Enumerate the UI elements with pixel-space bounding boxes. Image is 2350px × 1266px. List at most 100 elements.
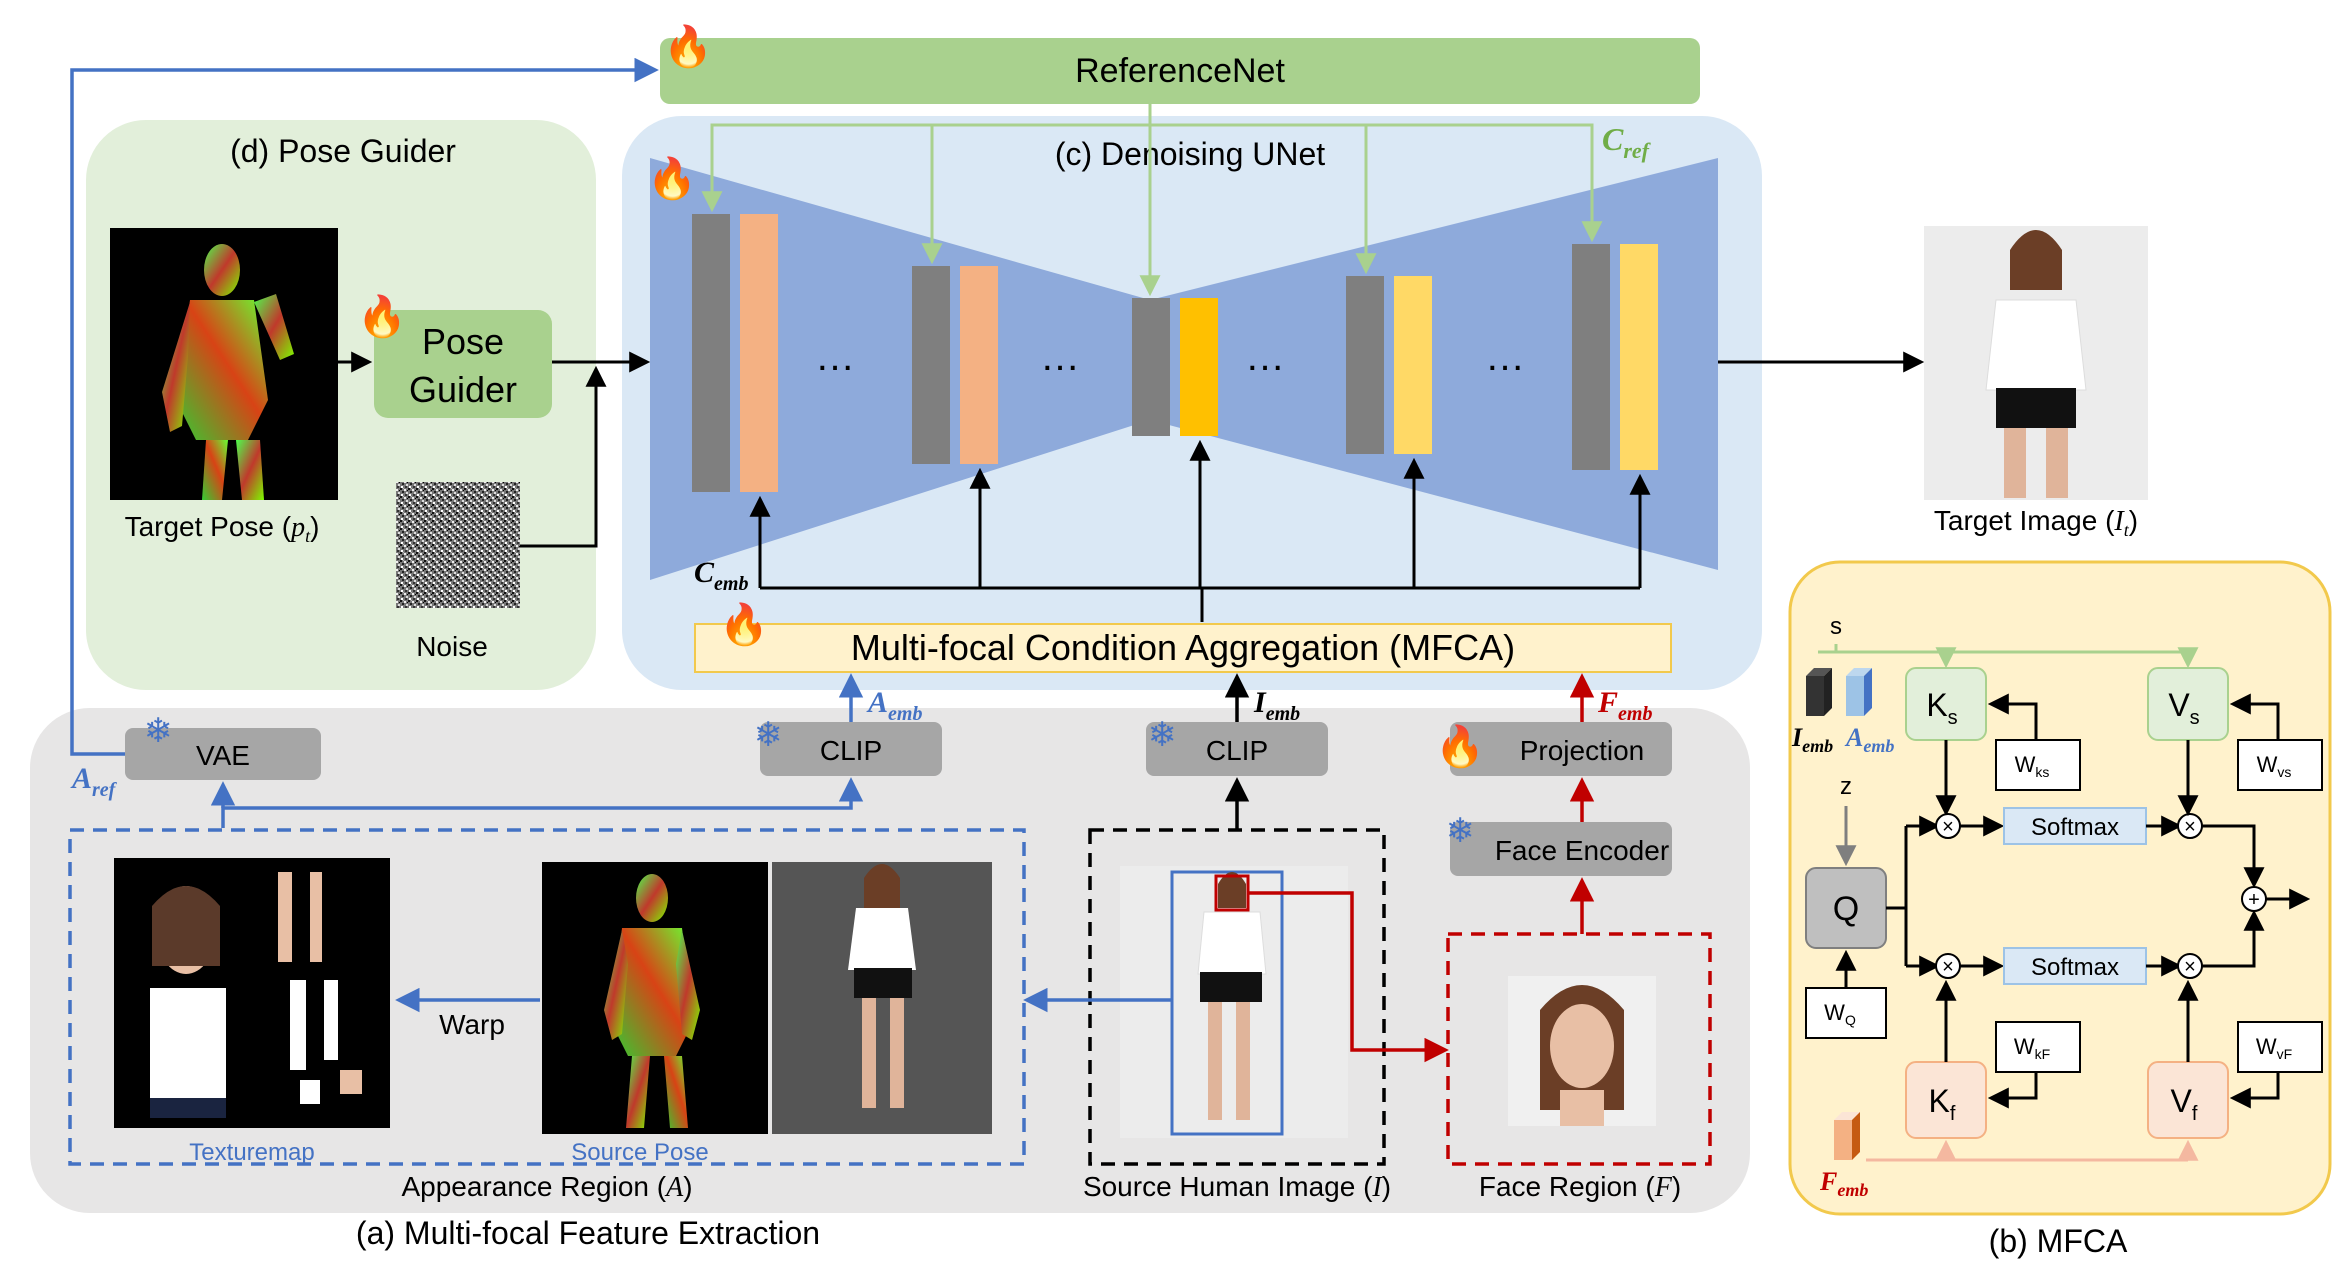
a-ref-label: Aref bbox=[70, 762, 118, 801]
unet-bar-yellow bbox=[1394, 276, 1432, 454]
a-emb-detail-label: Aemb bbox=[1844, 723, 1894, 756]
i-emb-label: Iemb bbox=[1253, 686, 1300, 725]
snowflake-icon: ❄ bbox=[1446, 812, 1475, 850]
fire-icon: 🔥 bbox=[663, 23, 713, 69]
clip-appearance-block bbox=[760, 722, 942, 776]
z-label: z bbox=[1840, 773, 1852, 800]
times-symbol: × bbox=[1942, 956, 1954, 978]
i-emb-cube-icon bbox=[1806, 668, 1832, 716]
source-human-label: Source Human Image (I) bbox=[1083, 1171, 1391, 1203]
plus-symbol: + bbox=[2248, 889, 2260, 911]
unet-bar-gray bbox=[1132, 298, 1170, 436]
f-emb-detail-label: Femb bbox=[1819, 1167, 1868, 1200]
face-region-label: Face Region (F) bbox=[1479, 1171, 1681, 1203]
mfca-block bbox=[694, 623, 1672, 673]
target-image bbox=[1924, 226, 2148, 500]
snowflake-icon: ❄ bbox=[144, 712, 173, 750]
projection-label: Projection bbox=[1520, 735, 1645, 766]
ellipsis: … bbox=[1040, 335, 1080, 379]
ellipsis: … bbox=[1245, 335, 1285, 379]
reference-net-connections bbox=[701, 104, 1603, 297]
a-ref-arrow bbox=[70, 57, 659, 756]
unet-bar-gold bbox=[1180, 298, 1218, 436]
softmax-bottom-block bbox=[2003, 947, 2147, 985]
panel-a-title: (a) Multi-focal Feature Extraction bbox=[356, 1215, 820, 1251]
face-region-image bbox=[1508, 976, 1656, 1126]
wq-label: WQ bbox=[1824, 1000, 1856, 1028]
face-encoder-label: Face Encoder bbox=[1495, 835, 1669, 866]
source-human-image bbox=[1120, 866, 1348, 1138]
wkf-label: WkF bbox=[2014, 1034, 2050, 1062]
warp-label: Warp bbox=[439, 1009, 505, 1040]
mfca-detail-title: (b) MFCA bbox=[1989, 1223, 2128, 1259]
target-pose-label: Target Pose (pt) bbox=[125, 511, 320, 546]
target-image-label: Target Image (It) bbox=[1934, 505, 2138, 540]
clip-source-label: CLIP bbox=[1206, 735, 1268, 766]
clip-appearance-label: CLIP bbox=[820, 735, 882, 766]
unet-bar-gray bbox=[692, 214, 730, 492]
vs-label: Vs bbox=[2168, 687, 2199, 729]
unet-bar-yellow bbox=[1620, 244, 1658, 470]
vae-label: VAE bbox=[196, 740, 250, 771]
reference-net-label: ReferenceNet bbox=[1075, 52, 1285, 90]
wvs-arrow bbox=[2229, 693, 2280, 740]
q-label: Q bbox=[1833, 890, 1859, 928]
appearance-to-vae-clip bbox=[221, 777, 864, 828]
unet-bar-gray bbox=[1572, 244, 1610, 470]
ellipsis: … bbox=[815, 335, 855, 379]
bottom-to-sum bbox=[2202, 909, 2265, 968]
pose-guider-block-line2: Guider bbox=[409, 369, 517, 410]
vf-label: Vf bbox=[2171, 1083, 2198, 1125]
face-region-box bbox=[1446, 932, 1712, 1166]
wvs-label: Wvs bbox=[2257, 752, 2292, 780]
s-bus bbox=[1818, 644, 2188, 654]
unet-bar-salmon bbox=[740, 214, 778, 492]
wvs-block bbox=[2237, 739, 2323, 791]
unet-bar-salmon bbox=[960, 266, 998, 464]
noise-label: Noise bbox=[416, 631, 488, 662]
reference-net-block bbox=[660, 38, 1700, 104]
c-emb-label: Cemb bbox=[694, 556, 748, 595]
unet-bar-gray bbox=[912, 266, 950, 464]
snowflake-icon: ❄ bbox=[1148, 716, 1177, 754]
pose-guider-block bbox=[374, 310, 552, 418]
times-symbol: × bbox=[1942, 816, 1954, 838]
face-encoder-block bbox=[1450, 822, 1672, 876]
q-branches bbox=[1886, 826, 1908, 966]
texturemap-label: Texturemap bbox=[189, 1139, 314, 1166]
a-emb-cube-icon bbox=[1846, 668, 1872, 716]
mfca-bus bbox=[749, 439, 1651, 622]
wkf-arrow bbox=[1987, 1072, 2038, 1109]
snowflake-icon: ❄ bbox=[754, 716, 783, 754]
target-pose-image bbox=[110, 228, 338, 500]
i-emb-detail-label: Iemb bbox=[1791, 723, 1833, 756]
wks-block bbox=[1995, 739, 2081, 791]
ellipsis: … bbox=[1485, 335, 1525, 379]
s-label: s bbox=[1830, 613, 1842, 640]
times-symbol: × bbox=[2184, 956, 2196, 978]
kf-label: Kf bbox=[1929, 1083, 1956, 1125]
fire-icon: 🔥 bbox=[719, 601, 769, 647]
texturemap-image bbox=[114, 858, 390, 1128]
wvf-label: WvF bbox=[2256, 1034, 2292, 1062]
softmax-bottom-label: Softmax bbox=[2031, 954, 2119, 981]
softmax-top-label: Softmax bbox=[2031, 814, 2119, 841]
fire-icon: 🔥 bbox=[1435, 723, 1485, 769]
vae-block bbox=[125, 728, 321, 780]
a-emb-label: Aemb bbox=[866, 686, 922, 725]
source-human-box bbox=[1088, 828, 1386, 1166]
unet-title: (c) Denoising UNet bbox=[1055, 136, 1325, 172]
face-crop-arrow bbox=[1248, 891, 1449, 1063]
wkf-block bbox=[1995, 1021, 2081, 1073]
appearance-region-label: Appearance Region (A) bbox=[401, 1171, 692, 1203]
unet-bar-gray bbox=[1346, 276, 1384, 454]
wks-arrow bbox=[1987, 693, 2038, 740]
fire-icon: 🔥 bbox=[357, 293, 407, 339]
source-pose-label: Source Pose bbox=[571, 1139, 708, 1166]
f-emb-cube-icon bbox=[1834, 1112, 1860, 1160]
source-pose-image bbox=[542, 862, 768, 1134]
wks-label: Wks bbox=[2015, 752, 2050, 780]
ks-label: Ks bbox=[1926, 687, 1957, 729]
